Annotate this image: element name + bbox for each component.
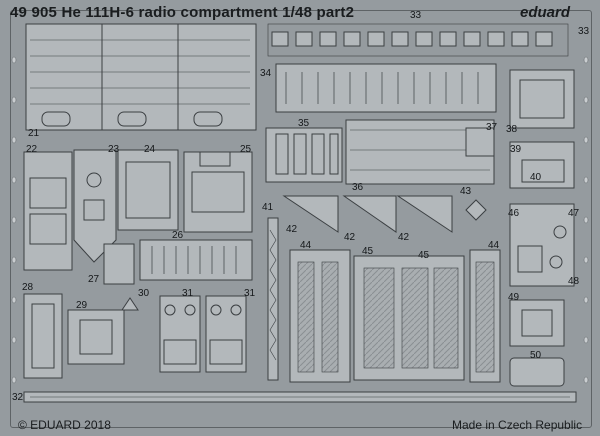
part-number: 41 <box>262 202 274 213</box>
part-number: 33 <box>410 10 422 21</box>
part-number: 28 <box>22 282 34 293</box>
part-37 <box>465 127 495 157</box>
part-number: 38 <box>506 124 518 135</box>
part-number: 45 <box>418 250 430 261</box>
part-33 <box>267 23 569 57</box>
part-number: 44 <box>300 240 312 251</box>
part-number: 50 <box>530 350 542 361</box>
part-number: 27 <box>88 274 100 285</box>
origin-text: Made in Czech Republic <box>452 418 583 432</box>
part-number: 47 <box>568 208 580 219</box>
part-number: 35 <box>298 118 310 129</box>
part-number: 23 <box>108 144 120 155</box>
part-number: 32 <box>12 392 24 403</box>
part-number: 40 <box>530 172 542 183</box>
part-number: 37 <box>486 122 498 133</box>
part-number: 39 <box>510 144 522 155</box>
part-46 <box>509 203 575 287</box>
part-number: 34 <box>260 68 272 79</box>
part-number: 43 <box>460 186 472 197</box>
part-40 <box>521 159 565 183</box>
part-42b <box>342 195 397 233</box>
part-number: 31 <box>182 288 194 299</box>
part-number: 30 <box>138 288 150 299</box>
part-50 <box>509 357 565 387</box>
copyright-text: © EDUARD 2018 <box>18 418 111 432</box>
part-number: 21 <box>28 128 40 139</box>
part-number: 48 <box>568 276 580 287</box>
part-number: 44 <box>488 240 500 251</box>
fret-frame <box>10 10 592 428</box>
part-26 <box>139 239 253 281</box>
part-number: 45 <box>362 246 374 257</box>
part-43 <box>465 199 487 221</box>
brand-logo: eduard <box>520 4 571 21</box>
part-27 <box>103 243 135 285</box>
part-number: 46 <box>508 208 520 219</box>
part-22 <box>23 151 73 271</box>
part-42c <box>396 195 453 233</box>
part-number: 25 <box>240 144 252 155</box>
sheet-title: 49 905 He 111H-6 radio compartment 1/48 … <box>10 4 355 21</box>
part-number: 36 <box>352 182 364 193</box>
part-number: 42 <box>286 224 298 235</box>
part-34 <box>275 63 497 113</box>
part-number: 22 <box>26 144 38 155</box>
part-number: 33 <box>578 26 590 37</box>
part-number: 42 <box>344 232 356 243</box>
part-number: 24 <box>144 144 156 155</box>
part-42a <box>282 195 339 233</box>
part-number: 29 <box>76 300 88 311</box>
part-number: 42 <box>398 232 410 243</box>
part-30 <box>121 297 139 311</box>
part-number: 49 <box>508 292 520 303</box>
part-number: 31 <box>244 288 256 299</box>
part-number: 26 <box>172 230 184 241</box>
